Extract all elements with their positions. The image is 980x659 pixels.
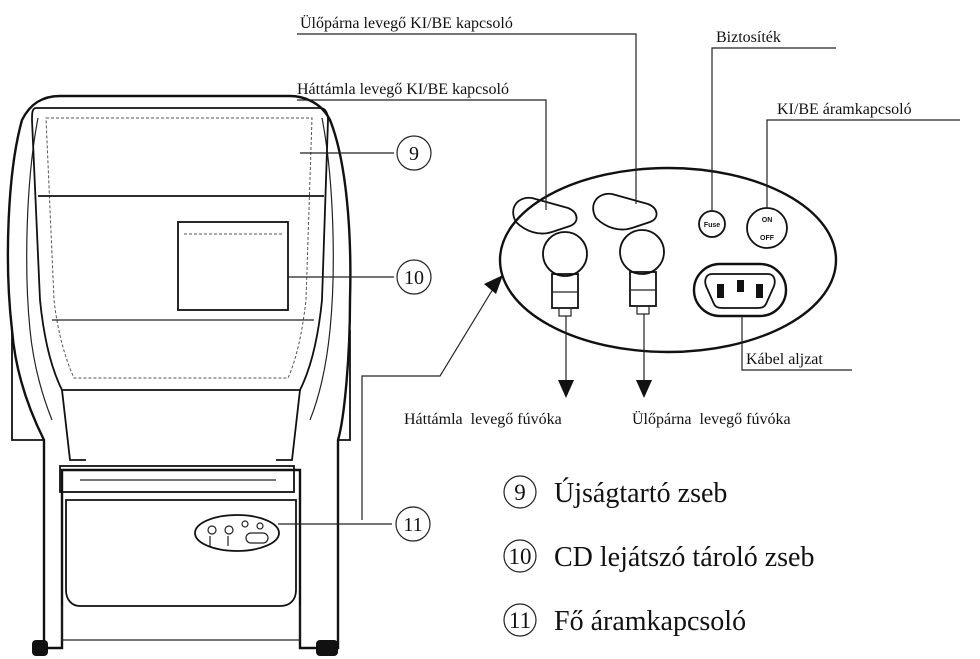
label-fuse: Biztosíték bbox=[716, 29, 781, 46]
seat-valve-body bbox=[629, 271, 657, 307]
chair-inner-right-edge bbox=[309, 117, 334, 421]
seat-air-valve bbox=[592, 192, 665, 315]
legend-10-circle bbox=[503, 539, 537, 573]
lower-skirt-right bbox=[276, 389, 301, 461]
crossbar bbox=[59, 465, 295, 493]
backrest-stitching bbox=[45, 117, 313, 379]
callout-9-number: 9 bbox=[409, 143, 419, 165]
legend-9-circle bbox=[503, 475, 537, 509]
fuse-text: Fuse bbox=[704, 222, 720, 229]
callout-11-number: 11 bbox=[403, 514, 422, 536]
left-wheel bbox=[32, 640, 48, 656]
label-seat-air-switch: Ülőpárna levegő KI/BE kapcsoló bbox=[300, 14, 513, 32]
mini-control-panel bbox=[194, 514, 280, 552]
cable-socket-leader bbox=[741, 316, 852, 371]
mini-valve-2 bbox=[224, 525, 234, 535]
legend-9-text: Újságtartó zseb bbox=[554, 478, 727, 509]
label-power-switch: KI/BE áramkapcsoló bbox=[777, 101, 912, 118]
label-cable-socket: Kábel aljzat bbox=[746, 351, 823, 368]
mini-switch bbox=[256, 522, 264, 530]
legend-11-circle bbox=[503, 603, 537, 637]
legend-11-text: Fő áramkapcsoló bbox=[554, 606, 746, 637]
label-back-air-nozzle: Háttámla levegő fúvóka bbox=[404, 411, 562, 428]
back-valve-body bbox=[551, 273, 579, 309]
callout-9-circle bbox=[396, 135, 432, 171]
cable-socket-pin-center bbox=[737, 280, 744, 292]
right-arm-block bbox=[338, 330, 351, 441]
back-valve-knob bbox=[542, 231, 588, 277]
mini-valve-1 bbox=[207, 525, 217, 535]
legend-11-number: 11 bbox=[509, 608, 531, 633]
cable-socket-pin-right bbox=[756, 284, 763, 298]
back-switch-leader bbox=[297, 99, 547, 210]
right-wheel bbox=[316, 640, 338, 656]
power-switch-icon bbox=[746, 207, 788, 249]
zoom-pointer-line bbox=[361, 283, 497, 520]
control-panel-plate bbox=[498, 166, 838, 354]
callout-11-circle bbox=[395, 506, 431, 542]
chair-rear-view bbox=[6, 94, 352, 656]
legend-9-number: 9 bbox=[514, 480, 526, 505]
cable-socket-outer bbox=[692, 262, 788, 318]
legend: 9 Újságtartó zseb 10 CD lejátszó tároló … bbox=[503, 475, 814, 637]
cable-socket-pin-left bbox=[717, 284, 724, 298]
label-seat-air-nozzle: Ülőpárna levegő fúvóka bbox=[632, 410, 791, 428]
legend-10-number: 10 bbox=[509, 544, 532, 569]
seat-valve-knob bbox=[619, 229, 665, 275]
backrest-cushion bbox=[31, 107, 329, 391]
zoom-pointer-arrowhead bbox=[484, 275, 503, 294]
mini-nozzles bbox=[209, 536, 229, 546]
chair-outer-shell bbox=[6, 94, 352, 650]
mini-fuse bbox=[241, 520, 249, 528]
power-switch-off-text: OFF bbox=[760, 235, 775, 242]
zoomed-control-panel: Fuse ON OFF bbox=[498, 166, 838, 354]
seat-switch-leader bbox=[297, 33, 637, 204]
label-back-air-switch: Háttámla levegő KI/BE kapcsoló bbox=[297, 81, 509, 98]
fuse-leader bbox=[711, 47, 836, 211]
bottom-panel bbox=[65, 499, 297, 607]
callout-10-circle bbox=[396, 259, 432, 295]
left-arm-block bbox=[11, 330, 44, 441]
cd-player-pocket bbox=[177, 221, 289, 311]
power-switch-on-text: ON bbox=[762, 217, 773, 224]
chair-inner-left-edge bbox=[26, 117, 53, 421]
back-valve-handle bbox=[512, 196, 578, 235]
mini-socket bbox=[245, 532, 269, 544]
seat-valve-handle bbox=[592, 192, 658, 231]
legend-10-text: CD lejátszó tároló zseb bbox=[554, 542, 814, 573]
cable-socket-inner bbox=[704, 273, 776, 309]
bottom-panel-lines bbox=[61, 606, 301, 641]
lower-skirt-left bbox=[61, 389, 86, 461]
back-nozzle-arrowhead bbox=[558, 380, 574, 398]
back-valve-tip bbox=[558, 307, 572, 317]
callout-10-number: 10 bbox=[404, 267, 424, 289]
seat-valve-tip bbox=[636, 305, 650, 315]
back-air-valve bbox=[512, 196, 588, 317]
power-switch-leader bbox=[766, 119, 960, 208]
seat-nozzle-arrowhead bbox=[636, 380, 652, 398]
